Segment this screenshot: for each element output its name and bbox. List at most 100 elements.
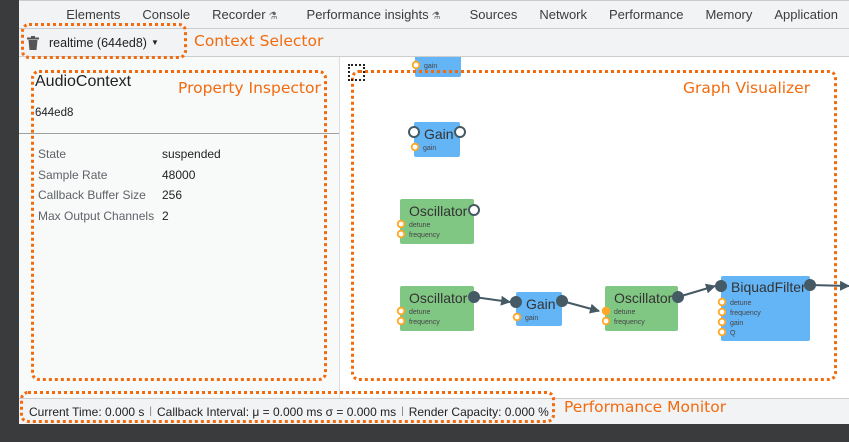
device-toolbar-icon[interactable] <box>34 7 36 23</box>
param-label: gain <box>423 145 436 152</box>
node-box[interactable] <box>414 122 460 157</box>
param-label: frequency <box>409 232 440 239</box>
param-port[interactable] <box>512 312 522 322</box>
node-box[interactable] <box>516 292 562 326</box>
output-port[interactable] <box>804 279 816 291</box>
edge-arrow <box>677 283 716 298</box>
param-label: detune <box>614 309 636 316</box>
graph-node[interactable]: Oscillator detune frequency <box>601 286 684 331</box>
node-label: Gain <box>424 126 454 142</box>
chevron-down-icon: ▼ <box>150 38 159 47</box>
tab-application[interactable]: Application <box>774 7 838 22</box>
property-row: Sample Rate 48000 <box>38 165 339 186</box>
graph-visualizer[interactable]: GaingainGaingainOscillatordetunefrequenc… <box>340 40 849 398</box>
render-capacity: Render Capacity: 0.000 % <box>408 404 549 419</box>
tab-performance[interactable]: Performance <box>609 7 684 22</box>
property-inspector-annotation <box>31 70 327 381</box>
param-label: frequency <box>409 319 440 326</box>
input-port[interactable] <box>715 280 727 292</box>
input-port[interactable] <box>408 126 420 138</box>
edge-arrow <box>473 295 511 306</box>
param-port[interactable] <box>411 60 421 70</box>
property-value: 48000 <box>162 167 196 182</box>
param-label: detune <box>409 222 431 229</box>
param-label: gain <box>730 320 743 327</box>
flask-icon: ⚗ <box>268 11 278 22</box>
param-port[interactable] <box>601 316 611 326</box>
context-selector-annotation <box>21 23 187 59</box>
output-port[interactable] <box>672 291 684 303</box>
graph-visualizer-annotation <box>351 70 837 381</box>
context-label: realtime (644ed8) <box>49 35 147 50</box>
tab-recorder[interactable]: Recorder⚗ <box>201 7 288 22</box>
node-box[interactable] <box>400 199 474 244</box>
param-port[interactable] <box>717 297 727 307</box>
node-label: Oscillator <box>614 290 673 306</box>
property-key: State <box>38 147 67 162</box>
tab-network[interactable]: Network <box>539 7 588 22</box>
node-box[interactable] <box>605 286 678 331</box>
node-label: BiquadFilter <box>731 279 806 295</box>
output-port[interactable] <box>454 126 466 138</box>
param-label: gain <box>525 315 538 322</box>
context-title: AudioContext <box>35 73 132 90</box>
node-label: Oscillator <box>409 203 468 219</box>
property-key: Max Output Channels <box>38 208 155 223</box>
property-key: Callback Buffer Size <box>38 188 146 203</box>
param-port[interactable] <box>410 142 420 152</box>
property-inspector: AudioContext 644ed8 State suspended Sampl… <box>19 57 340 398</box>
tab-elements[interactable]: Elements <box>66 7 121 22</box>
tab-performance-insights[interactable]: Performance insights⚗ <box>289 7 452 22</box>
performance-monitor: Current Time: 0.000 s| Callback Interval… <box>19 398 849 424</box>
output-port[interactable] <box>468 291 480 303</box>
inspect-element-icon[interactable] <box>28 7 29 23</box>
param-port[interactable] <box>396 229 406 239</box>
tab-console[interactable]: Console <box>142 7 191 22</box>
param-label: detune <box>730 300 752 307</box>
graph-node[interactable]: Gain gain <box>408 122 466 157</box>
node-box[interactable] <box>721 276 810 341</box>
param-port[interactable] <box>396 316 406 326</box>
property-value: 256 <box>162 188 183 203</box>
output-port[interactable] <box>468 204 480 216</box>
param-port[interactable] <box>396 306 406 316</box>
node-box[interactable] <box>400 286 474 331</box>
param-label: gain <box>424 63 437 70</box>
edge-arrow <box>561 300 600 314</box>
context-id: 644ed8 <box>35 107 74 119</box>
tab-memory[interactable]: Memory <box>705 7 753 22</box>
param-port[interactable] <box>717 327 727 337</box>
edge-arrow <box>809 280 849 291</box>
graph-canvas[interactable]: GaingainGaingainOscillatordetunefrequenc… <box>340 40 849 398</box>
context-selector[interactable]: realtime (644ed8)▼ <box>49 36 159 50</box>
output-port[interactable] <box>556 295 568 307</box>
property-value: suspended <box>162 147 221 162</box>
separator: | <box>401 406 404 417</box>
flask-icon: ⚗ <box>431 11 441 22</box>
property-inspector-label: Property Inspector <box>178 79 321 97</box>
param-label: frequency <box>730 310 761 317</box>
trash-icon[interactable] <box>27 35 39 50</box>
performance-monitor-annotation <box>20 391 555 423</box>
param-port[interactable] <box>717 307 727 317</box>
tab-label: Recorder <box>212 7 266 22</box>
param-label: frequency <box>614 319 645 326</box>
param-label: Q <box>730 330 736 337</box>
param-port[interactable] <box>396 219 406 229</box>
tab-sources[interactable]: Sources <box>469 7 518 22</box>
property-value: 2 <box>162 208 169 223</box>
node-label: Oscillator <box>409 290 468 306</box>
selection-handle-icon <box>348 64 365 81</box>
performance-monitor-label: Performance Monitor <box>564 398 727 416</box>
tab-label: Performance insights <box>306 7 429 22</box>
context-selector-label: Context Selector <box>194 32 324 50</box>
param-port[interactable] <box>601 306 611 316</box>
input-port[interactable] <box>510 296 522 308</box>
graph-node[interactable]: Oscillator detune frequency <box>396 199 480 244</box>
callback-interval: Callback Interval: μ = 0.000 ms σ = 0.00… <box>157 404 397 419</box>
param-port[interactable] <box>717 317 727 327</box>
property-key: Sample Rate <box>38 167 108 182</box>
